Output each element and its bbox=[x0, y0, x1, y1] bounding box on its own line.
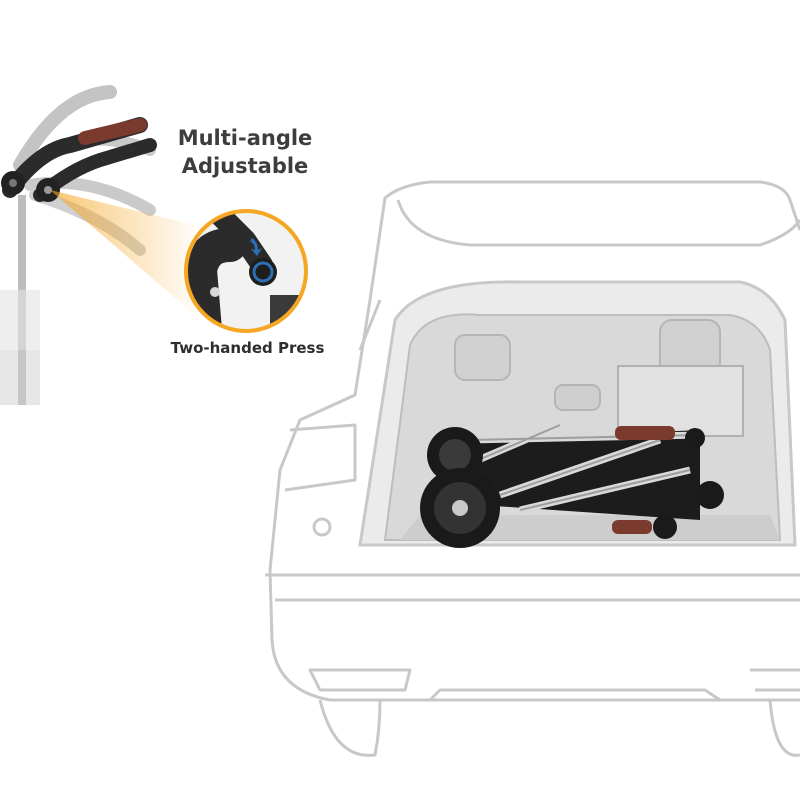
feature-title: Multi-angle Adjustable bbox=[150, 124, 340, 180]
stroller-handlebar bbox=[0, 117, 157, 405]
car-rear bbox=[265, 180, 800, 757]
feature-title-line2: Adjustable bbox=[181, 154, 309, 178]
folded-stroller bbox=[420, 421, 724, 548]
feature-title-line1: Multi-angle bbox=[177, 126, 313, 150]
zoom-beam bbox=[50, 190, 195, 315]
down-arrow-icon bbox=[250, 238, 262, 256]
callout-caption: Two-handed Press bbox=[170, 339, 325, 357]
press-button-zoom-callout bbox=[184, 209, 308, 333]
